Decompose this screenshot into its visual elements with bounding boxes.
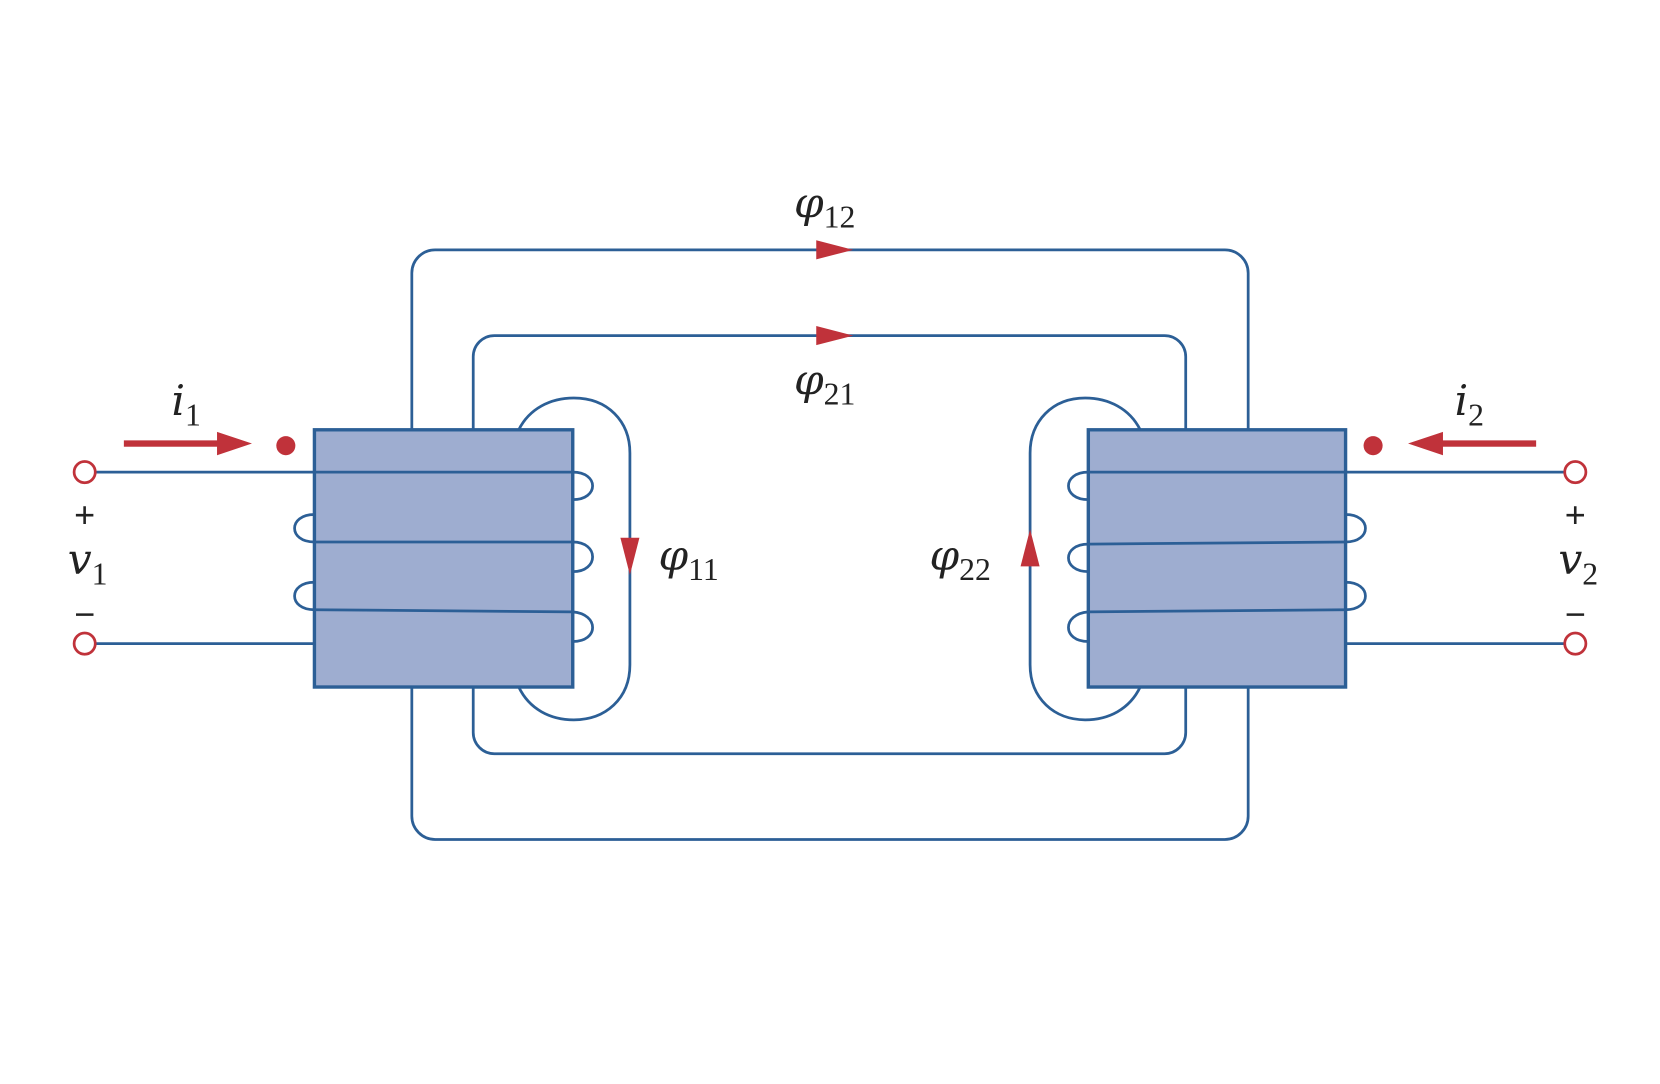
- label-v1: v1: [68, 535, 108, 592]
- label-v2: v2: [1558, 535, 1598, 592]
- arrow-phi12-icon: [816, 240, 854, 260]
- label-phi12: φ12: [794, 178, 855, 235]
- terminal-right-bottom: [1563, 631, 1588, 656]
- terminal-left-top: [72, 460, 97, 485]
- arrow-phi22-icon: [1020, 529, 1040, 567]
- current-arrow-i2-icon: [1408, 431, 1537, 456]
- v2-plus: +: [1565, 494, 1586, 535]
- primary-coil: [95, 470, 594, 646]
- label-phi22: φ22: [930, 531, 991, 588]
- secondary-coil: [1067, 470, 1565, 646]
- polarity-dot-right: [1363, 436, 1383, 456]
- v1-minus: −: [74, 594, 95, 635]
- v1-plus: +: [74, 494, 95, 535]
- label-phi11: φ11: [658, 531, 718, 588]
- current-arrow-i1-icon: [123, 431, 252, 456]
- label-i2: i2: [1455, 376, 1484, 433]
- v2-minus: −: [1565, 594, 1586, 635]
- label-phi21: φ21: [794, 355, 855, 412]
- left-core: [312, 428, 575, 689]
- terminal-right-top: [1563, 460, 1588, 485]
- polarity-dot-left: [276, 436, 296, 456]
- arrow-phi21-icon: [816, 326, 854, 346]
- arrow-phi11-icon: [620, 537, 640, 575]
- terminal-left-bottom: [72, 631, 97, 656]
- label-i1: i1: [172, 376, 201, 433]
- right-core: [1086, 428, 1348, 689]
